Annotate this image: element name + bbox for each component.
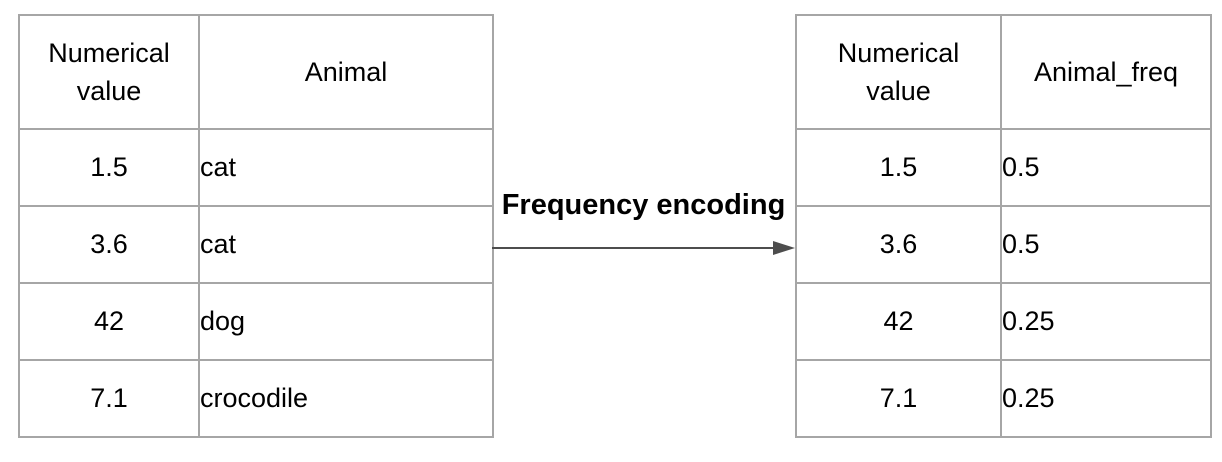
header-label: Numerical value [837,38,960,106]
arrow-line [492,247,776,249]
header-label: Numerical value [48,38,170,106]
table-cell-animal: cat [198,205,494,284]
table-cell-animal: cat [198,128,494,207]
table-row: 1.5 cat [18,128,494,207]
table-row: 3.6 cat [18,205,494,284]
table-cell-frequency: 0.5 [1000,205,1212,284]
header-cell-numerical-value: Numerical value [18,14,200,130]
header-label: Animal [304,57,388,87]
table-row: 7.1 crocodile [18,359,494,438]
header-cell-animal-freq: Animal_freq [1000,14,1212,130]
table-cell-numerical: 7.1 [18,359,200,438]
table-row: 42 dog [18,282,494,361]
table-row: 7.1 0.25 [795,359,1212,438]
original-values-table: Numerical value Animal 1.5 cat 3.6 cat 4… [18,14,494,438]
table-row: 1.5 0.5 [795,128,1212,207]
table-cell-numerical: 7.1 [795,359,1002,438]
frequency-encoding-label: Frequency encoding [501,189,786,221]
table-cell-numerical: 42 [795,282,1002,361]
header-cell-numerical-value: Numerical value [795,14,1002,130]
header-label: Animal_freq [1033,57,1179,87]
table-cell-animal: dog [198,282,494,361]
table-cell-animal: crocodile [198,359,494,438]
table-row: 42 0.25 [795,282,1212,361]
table-header-row: Numerical value Animal [18,14,494,130]
table-cell-numerical: 42 [18,282,200,361]
table-row: 3.6 0.5 [795,205,1212,284]
table-cell-numerical: 3.6 [18,205,200,284]
table-cell-frequency: 0.25 [1000,359,1212,438]
header-cell-animal: Animal [198,14,494,130]
table-cell-numerical: 1.5 [18,128,200,207]
table-cell-frequency: 0.5 [1000,128,1212,207]
encoded-values-table: Numerical value Animal_freq 1.5 0.5 3.6 … [795,14,1212,438]
table-cell-numerical: 3.6 [795,205,1002,284]
table-cell-numerical: 1.5 [795,128,1002,207]
table-header-row: Numerical value Animal_freq [795,14,1212,130]
table-cell-frequency: 0.25 [1000,282,1212,361]
arrow-head-icon [773,241,795,255]
